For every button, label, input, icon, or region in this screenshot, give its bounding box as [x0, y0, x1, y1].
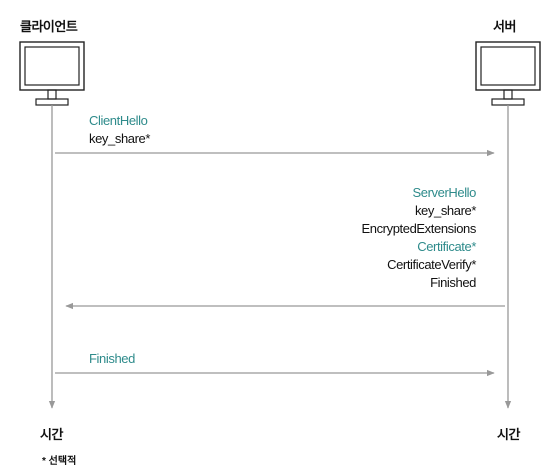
server-msg-line: Certificate*	[417, 239, 476, 254]
server-msg-line: EncryptedExtensions	[361, 221, 476, 236]
client-label: 클라이언트	[20, 19, 78, 34]
server-monitor-icon	[475, 41, 541, 106]
optional-footnote: * 선택적	[42, 456, 77, 467]
client-finished-title: Finished	[89, 351, 135, 366]
client-time-label: 시간	[40, 427, 63, 442]
server-msg-line: ServerHello	[412, 185, 476, 200]
server-msg-line: CertificateVerify*	[387, 257, 476, 272]
server-time-label: 시간	[497, 427, 520, 442]
server-msg-line: Finished	[430, 275, 476, 290]
client-hello-title: ClientHello	[89, 113, 148, 128]
server-msg-line: key_share*	[414, 203, 476, 218]
server-label: 서버	[493, 19, 516, 34]
client-hello-key-share: key_share*	[89, 131, 151, 146]
client-monitor-icon	[19, 41, 85, 106]
